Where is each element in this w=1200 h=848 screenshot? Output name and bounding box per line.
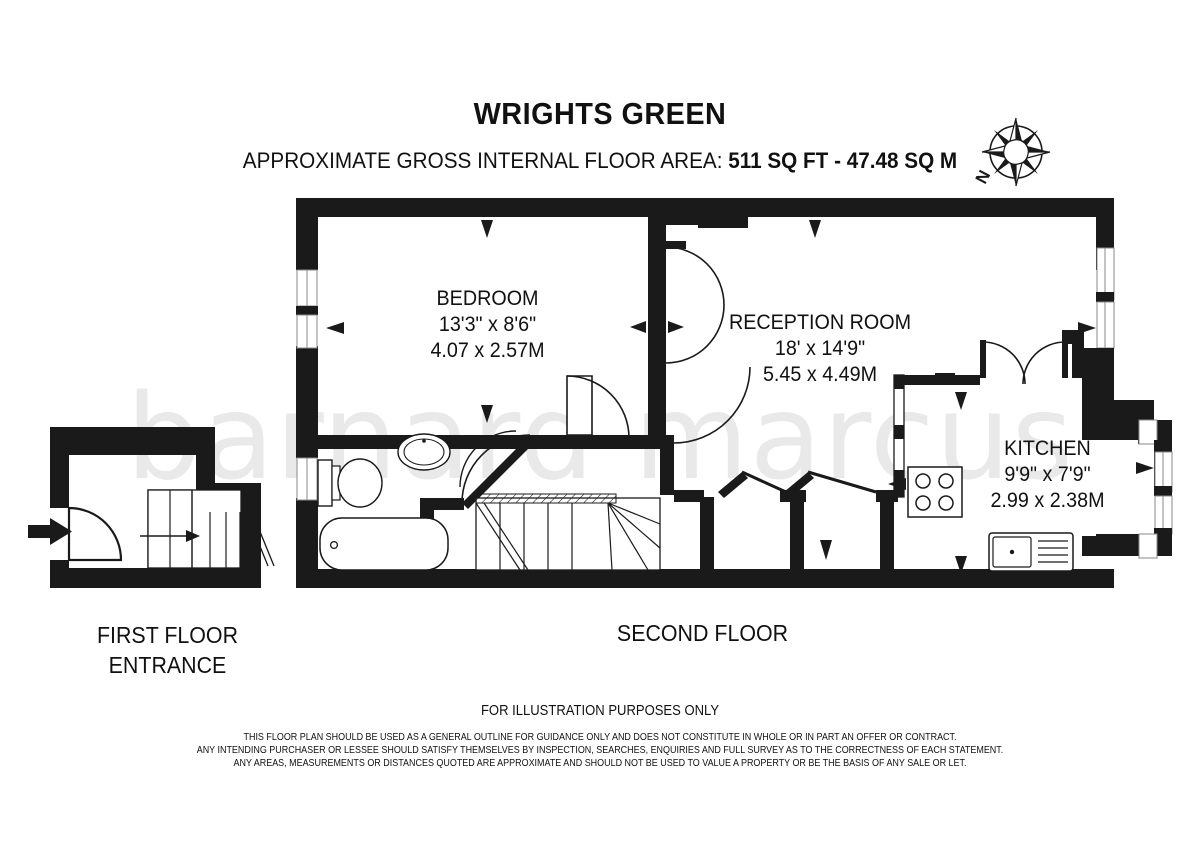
room-dim-metric-reception-room: 5.45 x 4.49M <box>762 363 878 386</box>
caption-second-floor: SECOND FLOOR <box>616 620 789 646</box>
cupboard-door-leaf-left <box>718 472 748 498</box>
bedroom-door-arrows <box>630 321 684 333</box>
bedroom-door-leaf <box>648 241 686 249</box>
window-bay-bottom <box>1138 533 1158 559</box>
floor-area-line: APPROXIMATE GROSS INTERNAL FLOOR AREA: 5… <box>48 148 1152 174</box>
partition-bathroom-top <box>318 435 673 449</box>
entry-direction-arrow <box>28 518 72 545</box>
partition-bedroom-upper <box>648 217 666 323</box>
window-left-bath <box>296 457 318 501</box>
kitchen-partition-nib-mid <box>894 425 904 439</box>
floor-area-prefix: APPROXIMATE GROSS INTERNAL FLOOR AREA: <box>242 148 723 173</box>
partition-hall-right <box>660 435 674 495</box>
room-name-reception-room: RECEPTION ROOM <box>728 311 912 334</box>
window-left-mullion <box>296 306 318 315</box>
arrow-kitchen-bottom <box>955 556 967 574</box>
arrow-bedroom-top <box>481 220 493 238</box>
bay-inner-opening <box>1082 440 1096 536</box>
room-dim-imperial-bedroom: 13'3" x 8'6" <box>438 313 537 336</box>
entrance-wall-top-left <box>50 427 215 508</box>
kitchen-hob <box>907 466 963 518</box>
arrow-bedroom-left <box>326 322 344 334</box>
arrow-right-window <box>1078 322 1096 334</box>
arrow-kitchen-left <box>888 478 906 490</box>
floor-area-value: 511 SQ FT - 47.48 SQ M <box>728 148 958 173</box>
cupboard-door-link-mid <box>807 470 877 494</box>
cupboard-door-link-left <box>741 470 787 494</box>
hall-door-swing-right <box>673 366 751 444</box>
second-floor-plan <box>296 198 1173 588</box>
reception-door-head <box>666 217 716 225</box>
cupboard-door-leaf-mid <box>784 472 814 498</box>
compass-rose <box>981 117 1051 187</box>
room-dim-imperial-kitchen: 9'9" x 7'9" <box>1004 463 1091 486</box>
room-label-kitchen: KITCHEN 9'9" x 7'9" 2.99 x 2.38M <box>961 436 1135 514</box>
illustration-purposes-note: FOR ILLUSTRATION PURPOSES ONLY <box>480 703 720 719</box>
hall-stub-wall <box>566 375 593 436</box>
window-left-lower <box>296 314 318 349</box>
window-right-mullion-upper <box>1096 292 1114 302</box>
hall-door-swing-bath <box>459 430 517 488</box>
kitchen-head-pier <box>935 373 955 385</box>
room-label-reception-room: RECEPTION ROOM 18' x 14'9" 5.45 x 4.49M <box>707 310 933 388</box>
disclaimer-line-1: THIS FLOOR PLAN SHOULD BE USED AS A GENE… <box>243 732 957 743</box>
window-bay-top <box>1138 419 1158 445</box>
room-name-kitchen: KITCHEN <box>1004 437 1091 460</box>
window-right-upper <box>1096 247 1115 301</box>
cupboard-head-left <box>674 490 704 502</box>
bathroom-door-leaf <box>462 435 536 509</box>
disclaimer-line-2: ANY INTENDING PURCHASER OR LESSEE SHOULD… <box>196 745 1004 756</box>
first-floor-entrance-plan <box>28 427 275 588</box>
entrance-staircase <box>140 489 275 569</box>
hall-door-swing-left <box>566 375 630 439</box>
exterior-wall-top-left-return <box>296 198 318 270</box>
entrance-wall-right-lower <box>240 483 261 573</box>
exterior-wall-left-mid <box>296 346 318 458</box>
kitchen-sink <box>988 532 1074 572</box>
window-bay-right-upper <box>1154 451 1173 493</box>
disclaimer-text: THIS FLOOR PLAN SHOULD BE USED AS A GENE… <box>72 731 1128 770</box>
room-label-bedroom: BEDROOM 13'3" x 8'6" 4.07 x 2.57M <box>386 286 588 364</box>
window-left-upper <box>296 269 318 307</box>
bay-wall-upper <box>1082 420 1154 440</box>
partition-bathroom-right-head <box>420 498 464 510</box>
bathtub <box>319 517 449 571</box>
caption-first-floor: FIRST FLOOR ENTRANCE <box>44 620 290 680</box>
cupboard-divider-mid <box>790 497 804 570</box>
arrow-bedroom-bottom <box>481 405 493 423</box>
bay-wall-upper-return <box>1082 348 1154 420</box>
room-dim-imperial-reception-room: 18' x 14'9" <box>774 337 866 360</box>
caption-first-floor-line1: FIRST FLOOR <box>96 622 239 648</box>
direction-arrow-markers <box>326 220 1154 574</box>
cupboard-divider-right <box>880 497 894 570</box>
caption-first-floor-line2: ENTRANCE <box>108 652 227 678</box>
window-right-mid <box>1096 301 1115 349</box>
bathroom-sink <box>397 433 451 471</box>
cupboard-head-right <box>876 490 898 502</box>
arrow-bay-right <box>1136 462 1154 474</box>
room-name-bedroom: BEDROOM <box>436 287 539 310</box>
bay-wall-lower <box>1082 534 1172 556</box>
arrow-kitchen-top <box>955 392 967 410</box>
arrow-cupboard <box>820 540 832 560</box>
arrow-reception-top <box>809 220 821 238</box>
kitchen-wall-right-top <box>1072 344 1084 378</box>
bay-window-mullion <box>1154 486 1172 496</box>
room-dim-metric-bedroom: 4.07 x 2.57M <box>430 339 545 362</box>
bedroom-door-swing <box>665 246 725 364</box>
disclaimer-line-3: ANY AREAS, MEASUREMENTS OR DISTANCES QUO… <box>233 758 967 769</box>
exterior-wall-left-lower <box>296 498 318 588</box>
exterior-wall-bottom <box>296 569 1114 588</box>
room-dim-metric-kitchen: 2.99 x 2.38M <box>990 489 1105 512</box>
page-title: WRIGHTS GREEN <box>473 96 727 131</box>
entrance-door-swing <box>67 506 123 562</box>
bathroom-door-swing <box>461 434 531 504</box>
kitchen-double-doors <box>980 340 1068 385</box>
partition-bedroom-lower <box>648 323 666 443</box>
winder-staircase <box>475 493 661 571</box>
cupboard-divider-left <box>700 497 714 570</box>
toilet <box>317 458 383 508</box>
